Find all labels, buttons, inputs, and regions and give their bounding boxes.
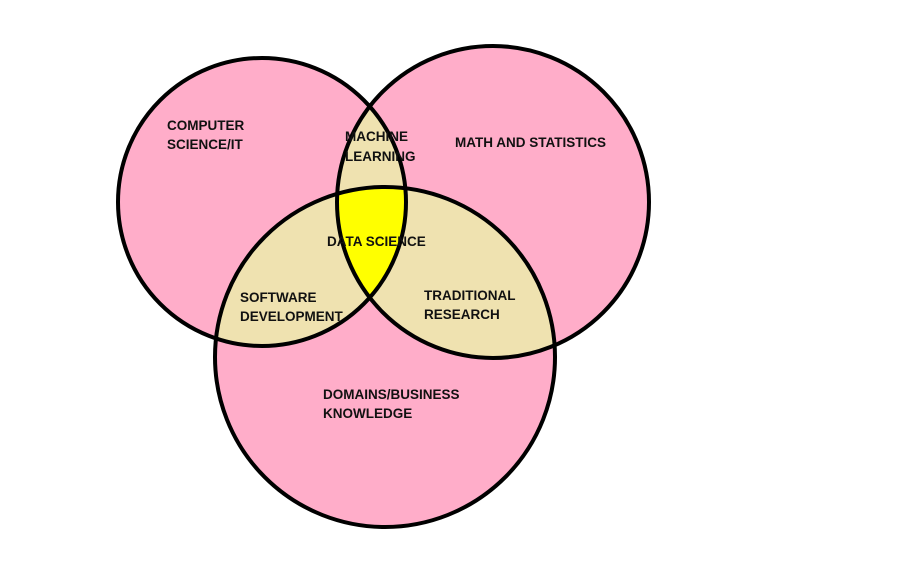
label-machine-learning: MACHINE LEARNING bbox=[345, 129, 416, 164]
overlap-software-development bbox=[215, 187, 406, 346]
label-traditional-research: TRADITIONAL RESEARCH bbox=[424, 288, 519, 322]
circle-outlines bbox=[116, 44, 651, 529]
outline-computer-science bbox=[116, 56, 408, 348]
label-math-statistics: MATH AND STATISTICS bbox=[455, 135, 606, 150]
label-data-science: DATA SCIENCE bbox=[327, 234, 426, 249]
outline-domains-business bbox=[213, 185, 557, 529]
label-domains-business: DOMAINS/BUSINESS KNOWLEDGE bbox=[323, 387, 463, 421]
label-computer-science: COMPUTER SCIENCE/IT bbox=[167, 118, 248, 152]
outline-math-statistics bbox=[335, 44, 651, 360]
label-software-development: SOFTWARE DEVELOPMENT bbox=[240, 290, 344, 324]
